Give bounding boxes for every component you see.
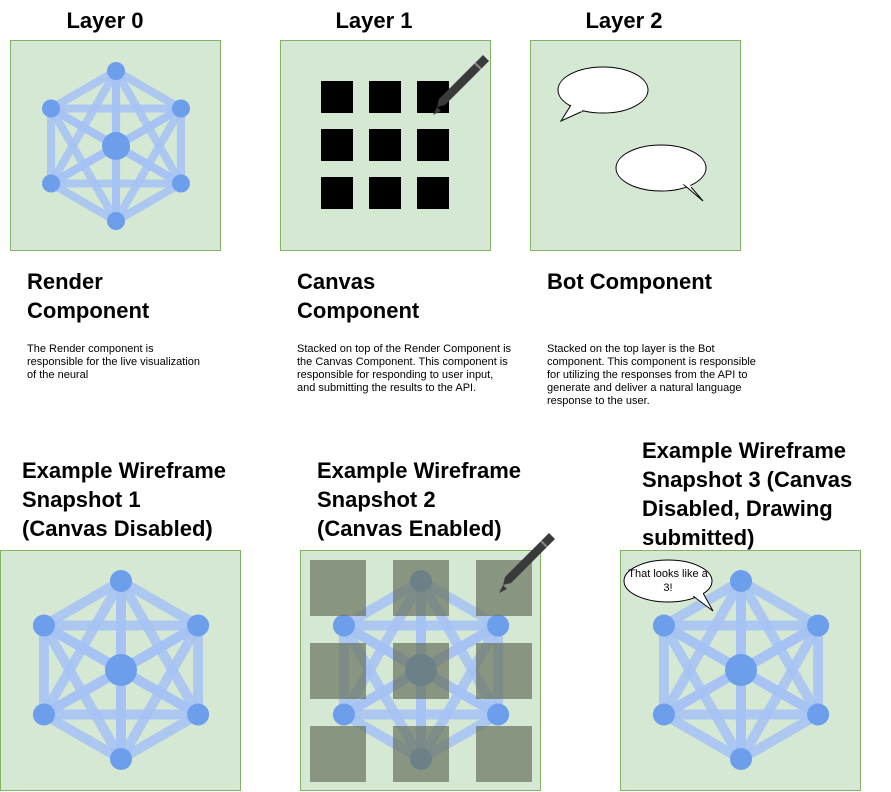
- layer-1-panel: [280, 40, 491, 251]
- pen-icon: [499, 533, 555, 593]
- layer-1-title: Layer 1: [335, 8, 413, 33]
- canvas-squares: [321, 81, 449, 209]
- graph-edge: [41, 576, 124, 630]
- canvas-square: [369, 129, 401, 161]
- network-graph-icon: [42, 62, 190, 230]
- canvas-square: [310, 726, 366, 782]
- graph-node: [107, 62, 125, 80]
- graph-node: [32, 703, 55, 726]
- graph-center-node: [105, 654, 137, 686]
- snapshot-2-title: Example Wireframe Snapshot 2 (Canvas Ena…: [317, 458, 522, 541]
- graph-node: [110, 570, 132, 592]
- graph-node: [332, 703, 355, 726]
- graph-edge: [49, 179, 119, 225]
- layer-0-panel: [10, 40, 221, 251]
- graph-edge: [113, 179, 183, 225]
- graph-edge: [113, 67, 183, 113]
- snapshot-1-title: Example Wireframe Snapshot 1 (Canvas Dis…: [22, 458, 227, 541]
- graph-edge: [41, 710, 124, 764]
- graph-edge: [118, 576, 201, 630]
- canvas-component-description: Stacked on top of the Render Component i…: [297, 343, 512, 394]
- bot-component-title: Bot Component: [547, 269, 712, 294]
- graph-node: [171, 174, 190, 193]
- canvas-square: [321, 129, 353, 161]
- graph-node: [807, 703, 830, 726]
- canvas-square: [476, 643, 532, 699]
- canvas-square: [417, 129, 449, 161]
- layer-2-panel: [530, 40, 741, 251]
- snapshot-2-panel: [300, 533, 555, 791]
- canvas-square: [310, 560, 366, 616]
- graph-node: [187, 703, 210, 726]
- canvas-square: [369, 81, 401, 113]
- canvas-square: [369, 177, 401, 209]
- graph-node: [42, 99, 61, 118]
- canvas-square: [393, 726, 449, 782]
- network-graph-icon: [652, 570, 830, 770]
- graph-center-node: [102, 132, 130, 160]
- graph-node: [187, 614, 210, 637]
- graph-edge: [118, 710, 201, 764]
- graph-node: [171, 99, 190, 118]
- canvas-square: [476, 726, 532, 782]
- graph-edge: [738, 576, 821, 630]
- graph-node: [652, 703, 675, 726]
- speech-bubble-icon: [615, 144, 707, 202]
- speech-bubble-icon: [623, 559, 714, 612]
- canvas-square: [393, 560, 449, 616]
- graph-edge: [738, 710, 821, 764]
- render-component-title: Render Component: [27, 269, 150, 323]
- snapshot-3-title: Example Wireframe Snapshot 3 (Canvas Dis…: [642, 438, 853, 550]
- graph-node: [487, 614, 510, 637]
- graph-edge: [661, 710, 744, 764]
- canvas-square: [393, 643, 449, 699]
- graph-node: [32, 614, 55, 637]
- graph-node: [110, 748, 132, 770]
- layer-2-title: Layer 2: [585, 8, 663, 33]
- canvas-square: [417, 177, 449, 209]
- snapshot-3-panel: That looks like a 3!: [620, 550, 861, 791]
- graph-node: [730, 570, 752, 592]
- snapshot-1-panel: [0, 550, 241, 791]
- graph-node: [332, 614, 355, 637]
- graph-node: [652, 614, 675, 637]
- graph-node: [730, 748, 752, 770]
- render-component-description: The Render component is responsible for …: [27, 343, 201, 381]
- graph-edge: [49, 67, 119, 113]
- bot-component-description: Stacked on the top layer is the Bot comp…: [547, 343, 756, 407]
- graph-center-node: [725, 654, 757, 686]
- canvas-square: [321, 81, 353, 113]
- canvas-square: [310, 643, 366, 699]
- graph-node: [42, 174, 61, 193]
- canvas-grid: [321, 55, 489, 209]
- canvas-component-title: Canvas Component: [297, 269, 420, 323]
- graph-node: [107, 212, 125, 230]
- bot-message: That looks like a 3!: [628, 568, 708, 594]
- speech-bubble-icon: [557, 66, 649, 123]
- graph-node: [487, 703, 510, 726]
- graph-node: [807, 614, 830, 637]
- network-graph-icon: [32, 570, 210, 770]
- pen-icon: [433, 55, 489, 115]
- layer-0-title: Layer 0: [66, 8, 144, 33]
- canvas-square: [321, 177, 353, 209]
- canvas-overlay-squares: [310, 560, 532, 782]
